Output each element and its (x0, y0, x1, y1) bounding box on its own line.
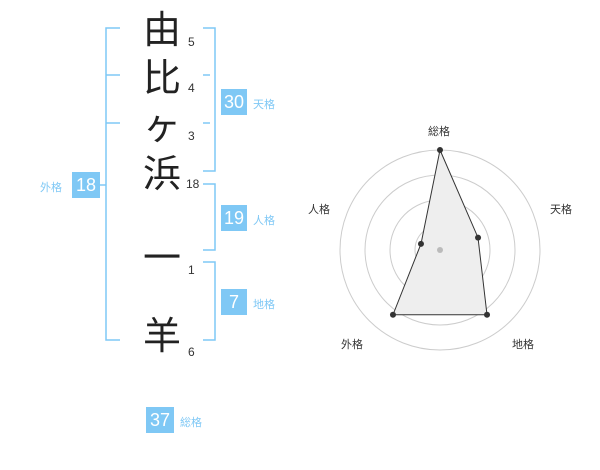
gaikaku-badge: 18 (72, 172, 100, 198)
stroke-count-4: 18 (186, 177, 200, 191)
radar-point-tenkaku (475, 234, 482, 241)
tenkaku-label: 天格 (253, 98, 275, 111)
gaikaku-label: 外格 (40, 181, 62, 194)
stroke-count-1: 5 (188, 35, 195, 49)
stroke-count-3: 3 (188, 129, 195, 143)
soukaku-label: 総格 (180, 416, 202, 429)
chikaku-label: 地格 (253, 298, 275, 311)
radar-point-gaikaku (389, 311, 396, 318)
jinkaku-badge: 19 (221, 205, 247, 231)
radar-label-gaikaku: 外格 (341, 338, 363, 351)
radar-label-tenkaku: 天格 (550, 203, 572, 216)
name-char-1: 由 (142, 8, 181, 52)
jinkaku-label: 人格 (253, 214, 275, 227)
name-char-2: 比 (142, 56, 181, 100)
soukaku-badge: 37 (146, 407, 174, 433)
radar-point-jinkaku (417, 240, 424, 247)
stroke-count-2: 4 (188, 81, 195, 95)
name-char-4: 浜 (142, 152, 181, 196)
radar-label-soukaku: 総格 (428, 125, 450, 138)
radar-point-soukaku (437, 147, 443, 153)
radar-center-dot (437, 247, 443, 253)
tenkaku-badge: 30 (221, 89, 247, 115)
radar-points (389, 147, 491, 318)
radar-label-jinkaku: 人格 (308, 203, 330, 216)
radar-point-chikaku (484, 311, 491, 318)
radar-shape (392, 148, 488, 316)
name-char-5: 一 (142, 236, 181, 280)
name-char-6: 羊 (142, 314, 181, 358)
name-char-3: ヶ (142, 104, 181, 148)
stroke-count-6: 6 (188, 345, 195, 359)
radar-label-chikaku: 地格 (512, 338, 534, 351)
chikaku-badge: 7 (221, 289, 247, 315)
stroke-count-5: 1 (188, 263, 195, 277)
